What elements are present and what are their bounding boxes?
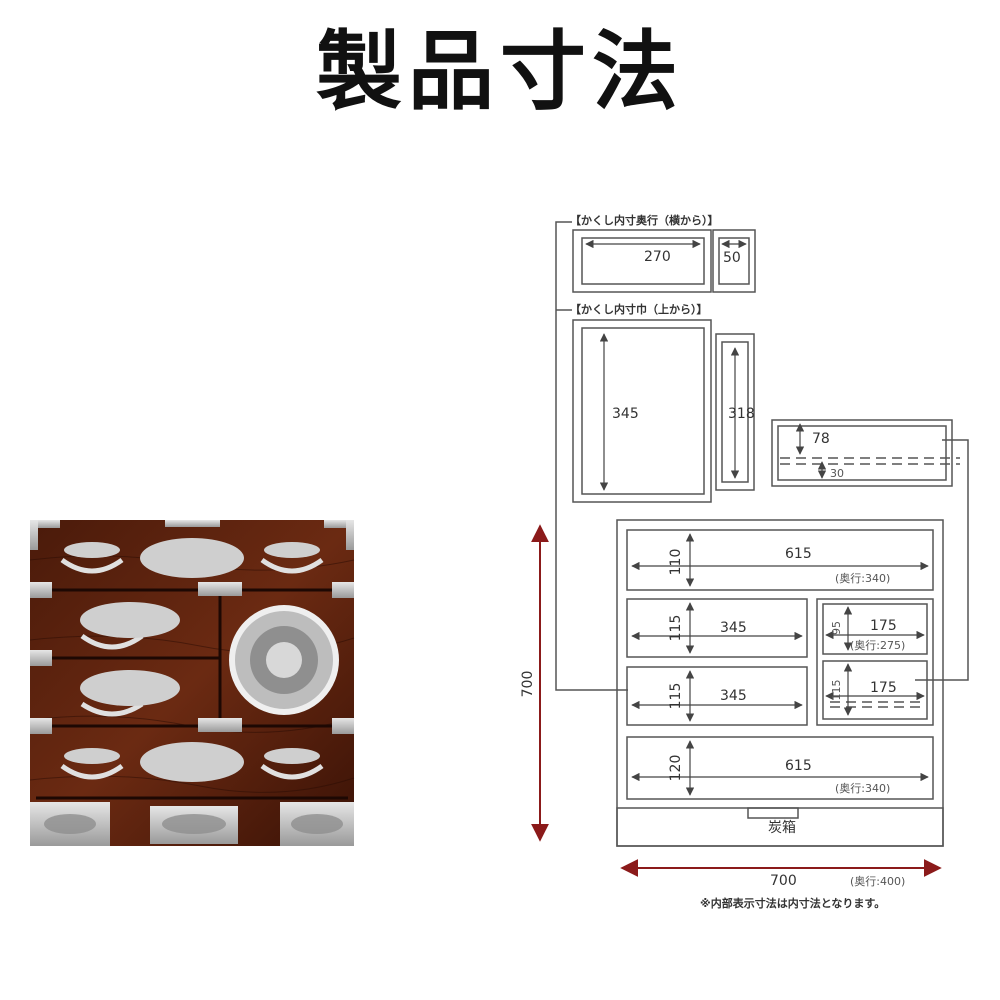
footnote: ※内部表示寸法は内寸法となります。 <box>700 896 885 910</box>
small-drawer-1-width: 175 <box>870 618 897 634</box>
crest-ornament-icon <box>229 605 339 715</box>
drawer-4-depth: (奥行:340) <box>835 781 890 795</box>
small-drawer-2-width: 175 <box>870 680 897 696</box>
drawer-3-width: 345 <box>720 688 747 704</box>
hid-depth-main: 270 <box>644 249 671 265</box>
drawer-1-height: 110 <box>668 549 684 576</box>
hid-depth-small: 50 <box>723 250 741 266</box>
ring-pull-icon <box>60 557 324 780</box>
product-photo <box>30 520 355 846</box>
drawer-4-width: 615 <box>785 758 812 774</box>
hid-width-small: 318 <box>728 406 755 422</box>
small-drawer-1-depth: (奥行:275) <box>850 638 905 652</box>
dragon-ornament-icon <box>64 538 320 782</box>
drawer-1-width: 615 <box>785 546 812 562</box>
overall-width: 700 <box>770 873 797 889</box>
overall-depth: (奥行:400) <box>850 874 905 888</box>
drawer-2-width: 345 <box>720 620 747 636</box>
tray-height: 78 <box>812 431 830 447</box>
hidden-width-label: 【かくし内寸巾（上から）】 <box>570 302 708 316</box>
small-drawer-2-height: 115 <box>830 680 843 701</box>
page-title: 製品寸法 <box>316 21 684 122</box>
small-drawer-1-height: 95 <box>830 621 843 635</box>
hidden-depth-label: 【かくし内寸奥行（横から）】 <box>570 213 719 227</box>
charcoal-box-label: 炭箱 <box>768 820 796 836</box>
drawer-1-depth: (奥行:340) <box>835 571 890 585</box>
drawer-2-height: 115 <box>668 615 684 642</box>
drawer-4-height: 120 <box>668 755 684 782</box>
overall-height: 700 <box>520 671 536 698</box>
tray-inner: 30 <box>830 467 844 480</box>
drawer-3-height: 115 <box>668 683 684 710</box>
hid-width-main: 345 <box>612 406 639 422</box>
